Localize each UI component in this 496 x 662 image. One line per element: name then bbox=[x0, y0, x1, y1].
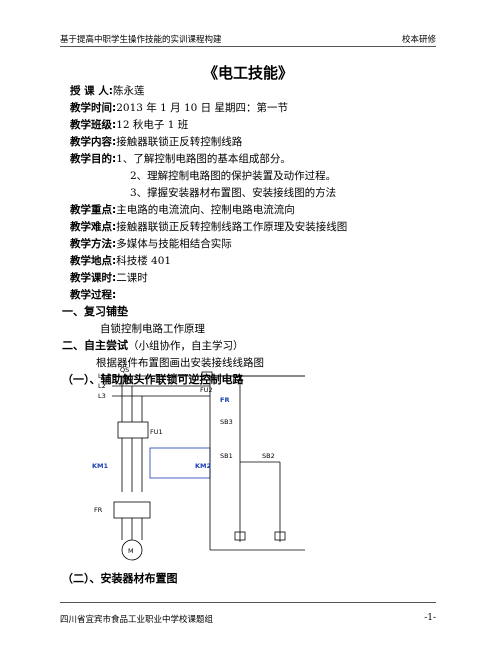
diagram-label-fr: FR bbox=[94, 506, 103, 514]
diagram-label-fu2: FU2 bbox=[200, 386, 213, 394]
field-time: 教学时间:2013 年 1 月 10 日 星期四：第一节 bbox=[70, 102, 288, 114]
header-left: 基于提高中职学生操作技能的实训课程构建 bbox=[60, 35, 222, 45]
page-footer: 四川省宜宾市食品工业职业中学校课题组 -1- bbox=[60, 602, 436, 625]
page-number: -1- bbox=[424, 613, 436, 623]
subsection-2-title: （二）、安装器材布置图 bbox=[62, 572, 178, 585]
field-process: 教学过程: bbox=[70, 289, 117, 301]
field-content: 教学内容:接触器联锁正反转控制线路 bbox=[70, 136, 243, 148]
goal-2: 2、理解控制电路图的保护装置及动作过程。 bbox=[130, 170, 337, 182]
diagram-label-l2: L2 bbox=[98, 382, 106, 390]
diagram-label-km2: KM2 bbox=[195, 462, 211, 470]
page-title: 《电工技能》 bbox=[202, 64, 293, 82]
diagram-label-sb3: SB3 bbox=[220, 418, 233, 426]
section-review-title: 一、复习铺垫 bbox=[62, 305, 128, 318]
diagram-label-l3: L3 bbox=[98, 392, 106, 400]
section-review-text: 自锁控制电路工作原理 bbox=[100, 323, 205, 335]
field-goal: 教学目的:1、了解控制电路图的基本组成部分。 bbox=[70, 153, 291, 165]
diagram-label-motor: M bbox=[128, 547, 134, 555]
field-teacher: 授 课 人:陈永莲 bbox=[70, 85, 145, 97]
section-self-try-text: 根据器件布置图画出安装接线线路图 bbox=[96, 357, 264, 369]
field-method: 教学方法:多媒体与技能相结合实际 bbox=[70, 238, 232, 250]
field-difficulty: 教学难点:接触器联锁正反转控制线路工作原理及安装接线图 bbox=[70, 221, 348, 233]
diagram-label-fu1: FU1 bbox=[150, 428, 163, 436]
circuit-diagram: L1 L2 L3 QS FU1 FU2 KM1 KM2 FR M FR SB3 … bbox=[92, 366, 305, 561]
page-header: 基于提高中职学生操作技能的实训课程构建 校本研修 bbox=[60, 30, 436, 47]
footer-left: 四川省宜宾市食品工业职业中学校课题组 bbox=[60, 615, 214, 625]
field-hours: 教学课时:二课时 bbox=[70, 272, 148, 284]
goal-3: 3、撑握安装器材布置图、安装接线图的方法 bbox=[130, 187, 337, 199]
diagram-label-sb1: SB1 bbox=[220, 452, 233, 460]
header-right: 校本研修 bbox=[401, 35, 436, 45]
field-class: 教学班级:12 秋电子 1 班 bbox=[70, 119, 189, 131]
diagram-label-sb2: SB2 bbox=[262, 452, 275, 460]
diagram-label-l1: L1 bbox=[98, 372, 106, 380]
field-focus: 教学重点:主电路的电流流向、控制电路电流流向 bbox=[70, 204, 295, 216]
diagram-label-qs: QS bbox=[120, 366, 129, 374]
diagram-label-km1: KM1 bbox=[92, 462, 109, 470]
diagram-label-fr-ctrl: FR bbox=[220, 396, 229, 404]
section-self-try: 二、自主尝试（小组协作，自主学习） bbox=[62, 339, 244, 352]
field-place: 教学地点:科技楼 401 bbox=[70, 255, 172, 267]
